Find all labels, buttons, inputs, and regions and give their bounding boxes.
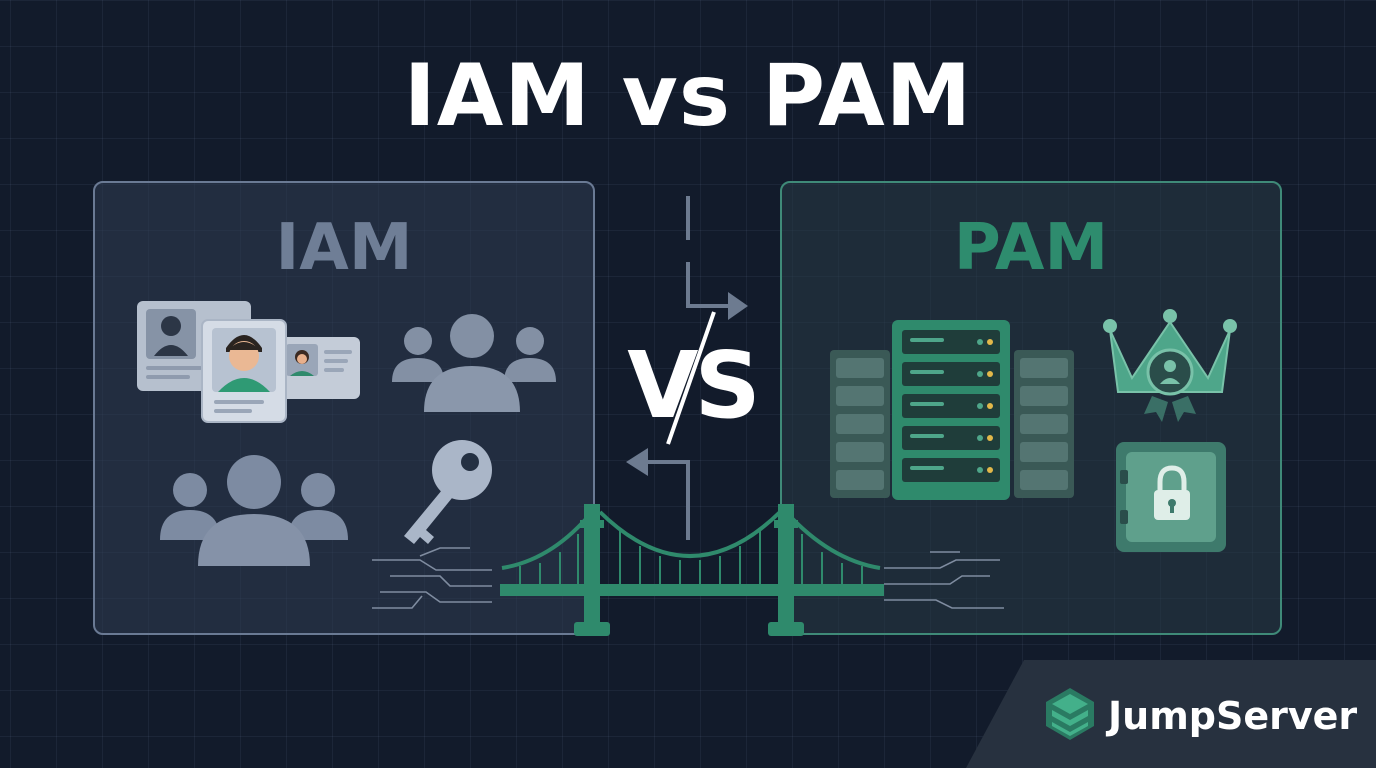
- arrow-left-icon: [626, 448, 690, 540]
- server-rack-icon: [830, 320, 1074, 500]
- key-icon: [404, 440, 492, 544]
- id-card-icon: [276, 337, 360, 399]
- pam-panel-title: PAM: [953, 211, 1109, 285]
- iam-panel-title: IAM: [275, 211, 413, 285]
- brand-band: [966, 660, 1376, 768]
- circuit-lines-left: [372, 547, 492, 609]
- page-title: IAM vs PAM: [403, 46, 973, 146]
- brand-name: JumpServer: [1108, 694, 1358, 738]
- vs-slash: [666, 311, 716, 445]
- user-group-icon: [160, 455, 348, 566]
- badge-icon: [1144, 348, 1196, 422]
- user-portrait-card-icon: [201, 319, 287, 423]
- lock-icon: [1154, 465, 1190, 520]
- bridge-icon: [500, 504, 884, 636]
- jumpserver-logo-icon: [1046, 688, 1094, 740]
- circuit-lines-right: [884, 551, 1004, 609]
- user-group-icon: [392, 314, 556, 412]
- arrow-right-icon: [686, 196, 748, 320]
- vs-label: VS: [627, 332, 760, 439]
